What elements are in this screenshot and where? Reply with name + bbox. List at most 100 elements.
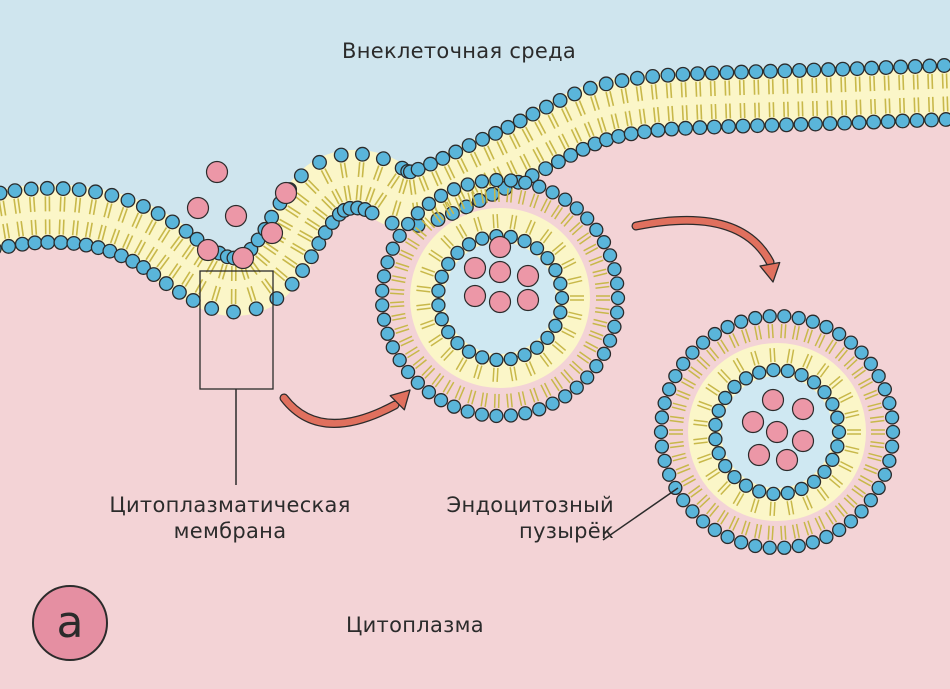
- lipid-tail: [374, 192, 388, 208]
- vesicle-free-lipid-tail: [728, 333, 740, 349]
- vesicle-free-lipid-head: [685, 345, 700, 360]
- vesicle-forming-lipid-head: [545, 396, 560, 411]
- vesicle-forming-lipid-tail: [506, 188, 513, 203]
- vesicle-forming-lipid-head: [558, 192, 573, 207]
- lipid-tail: [812, 100, 819, 117]
- vesicle-free-lipid-tail: [767, 525, 774, 540]
- vesicle-free-lipid-head: [762, 540, 777, 555]
- lipid-head: [248, 301, 264, 317]
- vesicle-free-lipid-tail: [814, 515, 826, 531]
- vesicle-forming-lipid-tail: [492, 367, 499, 383]
- lipid-tail: [768, 102, 775, 118]
- vesicle-forming-lipid-head: [433, 393, 449, 408]
- lipid-head: [664, 121, 680, 137]
- lipid-head: [0, 243, 2, 254]
- vesicle-forming-lipid-tail: [473, 216, 483, 232]
- lipid-tail: [255, 252, 271, 267]
- lipid-head: [375, 151, 391, 167]
- vesicle-forming-lipid-tail: [576, 351, 592, 364]
- vesicle-forming-lipid-tail: [588, 255, 604, 266]
- lipid-head: [185, 293, 201, 308]
- vesicle-free-lipid-head: [884, 439, 900, 454]
- vesicle-free-lipid-tail: [697, 453, 713, 464]
- vesicle-free-lipid-head: [871, 368, 886, 384]
- vesicle-free-lipid-tail: [669, 415, 685, 423]
- vesicle-free-lipid-tail: [838, 460, 854, 473]
- lipid-tail: [84, 221, 93, 238]
- vesicle-free-lipid-head: [676, 493, 691, 508]
- vesicle-forming-lipid-tail: [405, 346, 420, 359]
- vesicle-forming-lipid-head: [400, 364, 416, 380]
- lipid-head: [733, 64, 749, 80]
- vesicle-forming-particle: [488, 290, 512, 314]
- lipid-tail: [605, 90, 615, 107]
- vesicle-free-lipid-tail: [717, 481, 731, 495]
- vesicle-forming-lipid-head: [569, 380, 584, 395]
- lipid-tail: [724, 80, 731, 96]
- lipid-head: [423, 156, 438, 172]
- vesicle-forming-lipid-head: [489, 408, 504, 424]
- vesicle-free-lipid-tail: [732, 491, 745, 507]
- vesicle-forming-lipid-head: [545, 185, 560, 200]
- lipid-tail: [811, 77, 818, 94]
- vesicle-free-lipid-tail: [750, 350, 760, 366]
- vesicle-free-lipid-head: [885, 424, 901, 440]
- lipid-tail: [709, 80, 716, 97]
- vesicle-forming-lipid-head: [548, 318, 563, 333]
- vesicle-forming-lipid-tail: [421, 365, 436, 379]
- vesicle-free-lipid-tail: [863, 389, 879, 400]
- vesicle-forming-lipid-head: [431, 298, 446, 313]
- vesicle-forming-lipid-head: [596, 235, 612, 250]
- vesicle-forming-lipid-tail: [431, 372, 445, 388]
- vesicle-forming-lipid-head: [602, 248, 618, 263]
- lipid-head: [538, 99, 554, 115]
- vesicle-forming-lipid-tail: [569, 360, 584, 375]
- vesicle-free-lipid-head: [657, 453, 672, 468]
- membrane-label: Цитоплазматическая мембрана: [100, 492, 360, 544]
- lipid-head: [39, 180, 55, 196]
- lipid-tail: [596, 116, 607, 133]
- lipid-head: [269, 291, 285, 306]
- lipid-tail: [181, 271, 194, 288]
- vesicle-forming-lipid-tail: [492, 213, 499, 229]
- lipid-tail: [783, 101, 790, 117]
- vesicle-forming-lipid-tail: [594, 307, 610, 315]
- vesicle-forming-lipid-head: [503, 408, 519, 423]
- lipid-head: [104, 187, 120, 203]
- vesicle-free-lipid-tail: [843, 356, 858, 370]
- vesicle-forming-lipid-head: [433, 188, 449, 203]
- lipid-tail: [443, 164, 456, 181]
- lipid-head: [1, 238, 17, 254]
- lipid-head: [692, 120, 708, 136]
- arrow-to-vesicle-shaft: [280, 394, 399, 427]
- arrow-to-free-vesicle-shaft: [632, 217, 774, 266]
- vesicle-free-lipid-head: [819, 529, 834, 545]
- vesicle-free-lipid-tail: [741, 520, 751, 536]
- lipid-tail: [28, 196, 36, 213]
- vesicle-forming-lipid-head: [475, 350, 490, 365]
- vesicle-forming-lipid-tail: [428, 249, 444, 262]
- vesicle-forming-lipid-head: [540, 250, 555, 266]
- vesicle-free-lipid-tail: [843, 494, 858, 508]
- vesicle-free-lipid-tail: [705, 468, 721, 481]
- vesicle-free-lipid-tail: [767, 324, 774, 339]
- vesicle-forming-lipid-head: [441, 256, 456, 272]
- lipid-head: [721, 119, 737, 134]
- vesicle-forming-lipid-head: [446, 399, 462, 414]
- lipid-head: [552, 92, 568, 108]
- vesicle-free-lipid-head: [777, 309, 792, 324]
- panel-letter-badge: а: [32, 585, 108, 661]
- vesicle-free-lipid-tail: [769, 347, 776, 363]
- vesicle-free-lipid-tail: [828, 375, 844, 390]
- lipid-head: [384, 215, 400, 231]
- vesicle-forming-lipid-head: [609, 276, 625, 291]
- vesicle-forming-lipid-head: [450, 335, 465, 351]
- lipid-head: [204, 301, 220, 316]
- vesicle-free-lipid-tail: [675, 464, 691, 475]
- lipid-head: [120, 192, 136, 208]
- vesicle-forming-lipid-tail: [420, 266, 436, 277]
- vesicle-free-lipid-head: [843, 514, 859, 529]
- vesicle-forming-lipid-tail: [440, 347, 454, 361]
- lipid-tail: [282, 255, 298, 269]
- vesicle-forming-particle: [463, 256, 487, 280]
